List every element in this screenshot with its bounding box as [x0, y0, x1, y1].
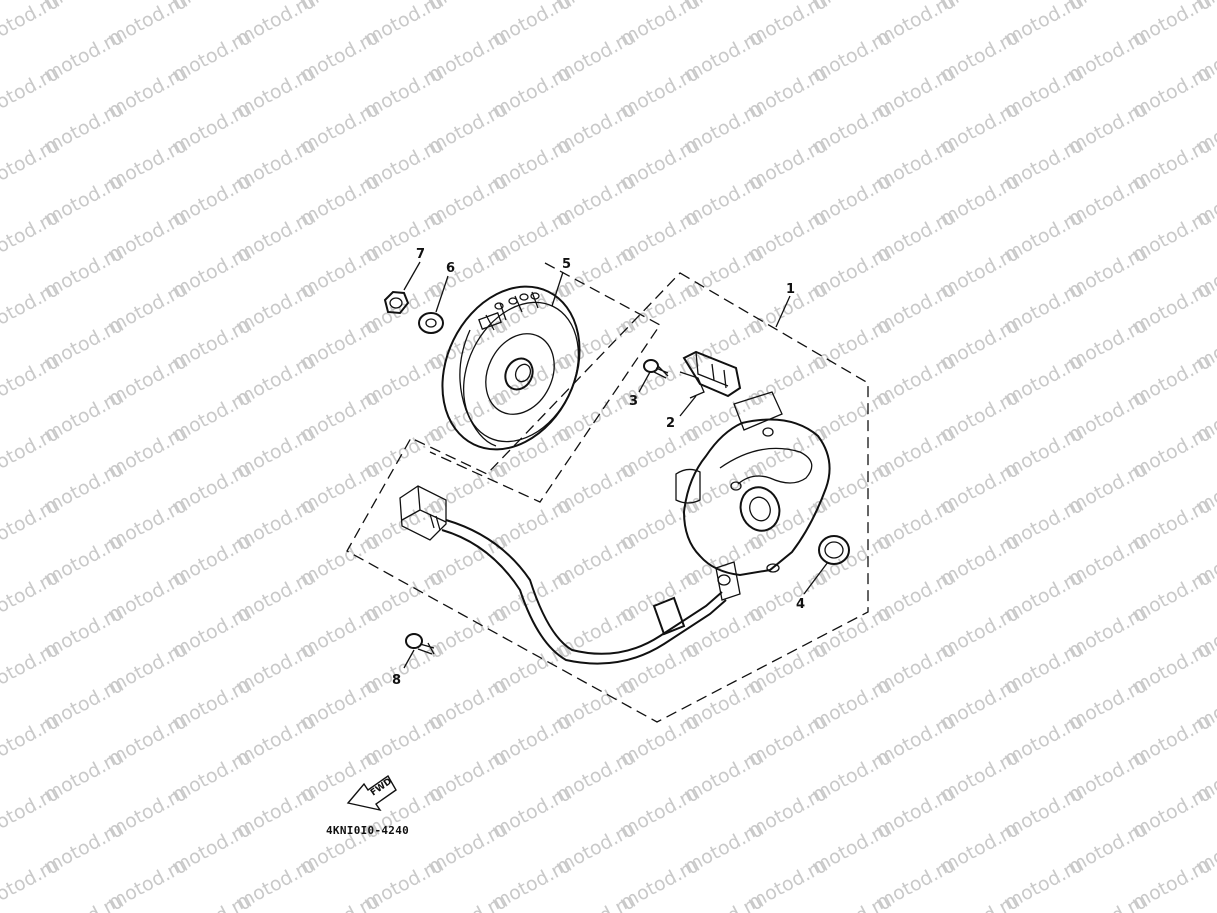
screw[interactable]	[405, 633, 435, 655]
callout-5: 5	[562, 257, 571, 272]
watermark-text: motod.ru	[0, 422, 63, 482]
watermark-text: motod.ru	[0, 782, 63, 842]
watermark-text: motod.ru	[936, 890, 1023, 913]
watermark-text: motod.ru	[1192, 890, 1217, 913]
watermark-text: motod.ru	[0, 206, 63, 266]
callout-3: 3	[629, 394, 638, 409]
washer[interactable]	[418, 312, 444, 334]
callout-1: 1	[786, 282, 795, 297]
watermark-text: motod.ru	[296, 890, 383, 913]
watermark-text: motod.ru	[680, 890, 767, 913]
callout-8: 8	[392, 673, 401, 688]
fwd-arrow-icon: FWD	[346, 774, 397, 812]
assembly-outlines	[346, 262, 869, 723]
callout-7: 7	[416, 247, 425, 262]
callout-labels: 1 2 3 4 5 6 7 8	[392, 247, 805, 688]
watermark-text: motod.ru	[40, 890, 127, 913]
watermark-text: motod.ru	[0, 710, 63, 770]
watermark-text: motod.ru	[552, 890, 639, 913]
watermark-text: motod.ru	[0, 278, 63, 338]
watermark-text: motod.ru	[0, 854, 63, 913]
watermark-text: motod.ru	[0, 638, 63, 698]
watermark-text: motod.ru	[0, 566, 63, 626]
pickup-coil[interactable]	[679, 350, 742, 399]
oil-seal[interactable]	[818, 535, 850, 565]
screw[interactable]	[643, 359, 669, 379]
watermark-text: motod.ru	[808, 890, 895, 913]
leader-lines	[403, 261, 829, 669]
callout-6: 6	[446, 261, 455, 276]
callout-2: 2	[666, 416, 675, 431]
nut[interactable]	[383, 290, 410, 315]
watermark-text: motod.ru	[0, 62, 63, 122]
callout-4: 4	[796, 597, 805, 612]
group-outline-1	[346, 272, 869, 723]
wiring-harness	[399, 485, 727, 665]
watermark-text: motod.ru	[168, 890, 255, 913]
watermark-text: motod.ru	[424, 890, 511, 913]
diagram-code: 4KNI0I0-4240	[326, 824, 409, 837]
stator-plate[interactable]	[675, 391, 831, 601]
watermark-text: motod.ru	[0, 350, 63, 410]
watermark-text: motod.ru	[0, 134, 63, 194]
watermark-text: motod.ru	[1064, 890, 1151, 913]
flywheel-rotor[interactable]	[416, 264, 606, 473]
watermark-text: motod.ru	[0, 494, 63, 554]
watermark-text: motod.ru	[0, 0, 63, 50]
